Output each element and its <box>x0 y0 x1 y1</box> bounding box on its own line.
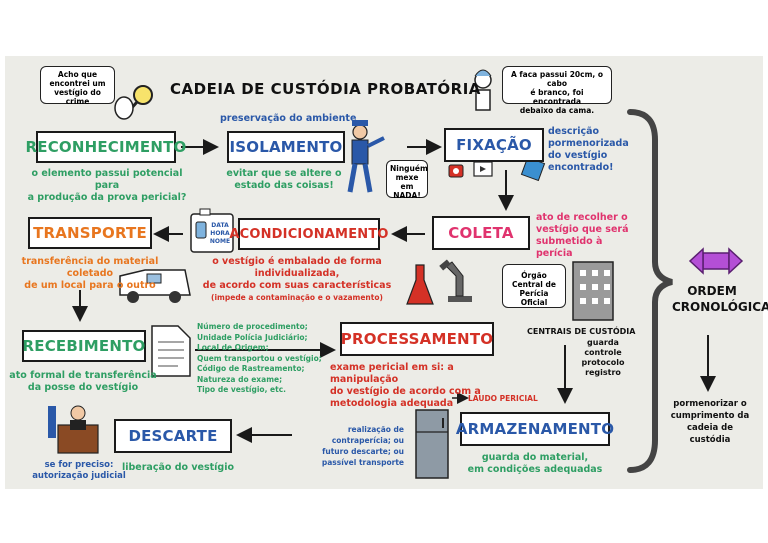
armazenamento-desc: guarda do material, em condições adequad… <box>455 452 615 476</box>
bubble-line: é branco, foi encontrada <box>530 88 584 106</box>
desc-line: vestígio que será <box>536 224 629 235</box>
reconhecimento-desc: o elemento passui potencial para a produ… <box>22 168 192 204</box>
centrais-title: CENTRAIS DE CUSTÓDIA <box>527 327 636 336</box>
bubble-line: mexe em <box>395 173 419 191</box>
recebimento-desc: ato formal de transferência da posse do … <box>8 370 158 394</box>
transporte-desc: transferência do material coletado de um… <box>10 256 170 292</box>
bubble-line: Perícia Oficial <box>519 289 549 307</box>
note-line: passível transporte <box>321 458 404 467</box>
list-item: Unidade Polícia Judiciário; <box>197 332 308 342</box>
bubble-line: debaixo da cama. <box>519 106 595 115</box>
bag-label-line: DATA <box>211 222 229 229</box>
ordem-desc-line: cumprimento da <box>670 411 750 421</box>
ordem-title: ORDEM CRONOLÓGICA <box>672 283 768 315</box>
bubble-line: Órgão <box>521 271 547 280</box>
desc-line: o vestígio é embalado de forma individua… <box>212 256 382 279</box>
note-line: futuro descarte; ou <box>322 447 404 456</box>
desc-line: da posse do vestígio <box>27 382 139 393</box>
coleta-desc: ato de recolher o vestígio que será subm… <box>536 212 636 260</box>
stage-coleta: COLETA <box>432 216 530 250</box>
desc-line: guarda do material, <box>481 452 589 463</box>
acondicionamento-desc: o vestígio é embalado de forma individua… <box>182 256 412 304</box>
list-item: Natureza do exame; <box>197 374 283 384</box>
ordem-title-line: ORDEM <box>687 284 737 298</box>
desc-line: em condições adequadas <box>467 464 603 475</box>
stage-recebimento: RECEBIMENTO <box>22 330 146 362</box>
descarte-judicial: se for preciso: autorização judicial <box>24 460 134 482</box>
bag-label: DATA HORA NOME <box>208 222 232 246</box>
isolamento-desc: evitar que se altere o estado das coisas… <box>214 168 354 192</box>
desc-line: encontrado! <box>548 162 614 173</box>
bubble-line: Ninguém <box>390 164 428 173</box>
fixacao-desc: descrição pormenorizada do vestígio enco… <box>548 126 629 174</box>
stage-reconhecimento: RECONHECIMENTO <box>26 131 186 163</box>
speech-bubble-found-trace: Acho que encontrei um vestígio do crime <box>40 66 115 106</box>
centrais-lines: guarda controle protocolo registro <box>580 338 626 378</box>
bubble-line: encontrei um <box>49 79 106 88</box>
speech-bubble-orgao: Órgão Central de Perícia Oficial <box>502 264 566 308</box>
stage-transporte: TRANSPORTE <box>28 217 152 249</box>
centrais-line: controle <box>584 348 622 357</box>
desc-line: transferência do material coletado <box>21 256 159 279</box>
stage-processamento: PROCESSAMENTO <box>340 322 494 356</box>
laudo-pericial: LAUDO PERICIAL <box>468 394 538 403</box>
stage-isolamento: ISOLAMENTO <box>227 131 345 163</box>
list-item: Local de Origem; <box>197 343 269 352</box>
stage-fixacao: FIXAÇÃO <box>444 128 544 162</box>
list-item: Tipo de vestígio, etc. <box>197 385 287 394</box>
desc-line: se for preciso: <box>44 460 114 470</box>
desc-line: a produção da prova pericial? <box>27 192 187 203</box>
acondicionamento-note: (impede a contaminação e o vazamento) <box>211 293 383 302</box>
desc-line: ato formal de transferência <box>9 370 157 381</box>
desc-line: ato de recolher o <box>536 212 628 223</box>
desc-line: autorização judicial <box>32 471 126 481</box>
desc-line: submetido à perícia <box>536 236 603 259</box>
list-item: Quem transportou o vestígio; <box>197 353 322 363</box>
centrais-line: guarda <box>587 338 619 347</box>
bag-label-line: HORA <box>210 230 230 237</box>
ordem-desc-line: pormenorizar o <box>673 399 747 409</box>
centrais-line: protocolo <box>581 358 625 367</box>
descarte-note: realização de contraperícia; ou futuro d… <box>294 424 404 468</box>
desc-line: evitar que se altere o <box>226 168 342 179</box>
bag-label-line: NOME <box>209 238 231 245</box>
desc-line: de um local para o outro <box>24 280 156 291</box>
bubble-line: A faca passui 20cm, o cabo <box>510 70 604 88</box>
bubble-line: Central de <box>512 280 556 289</box>
page-title: CADEIA DE CUSTÓDIA PROBATÓRIA <box>170 80 481 98</box>
desc-line: o elemento passui potencial para <box>31 168 183 191</box>
recebimento-list: Número de procedimento; Unidade Polícia … <box>197 322 337 396</box>
list-item: Código de Rastreamento; <box>197 364 305 373</box>
desc-line: descrição <box>548 126 600 137</box>
speech-bubble-police: Ninguém mexe em NADA! <box>386 160 428 200</box>
desc-line: exame pericial em si: a manipulação <box>330 362 454 385</box>
desc-line: estado das coisas! <box>234 180 334 191</box>
isolamento-pre: preservação do ambiente <box>220 113 357 124</box>
desc-line: pormenorizada <box>548 138 629 149</box>
bubble-line: Acho que <box>57 70 98 79</box>
speech-bubble-knife: A faca passui 20cm, o cabo é branco, foi… <box>502 66 612 115</box>
ordem-title-line: CRONOLÓGICA <box>672 300 768 314</box>
desc-line: do vestígio de acordo com a <box>330 386 481 397</box>
bubble-line: NADA! <box>393 191 421 200</box>
desc-line: do vestígio <box>548 150 608 161</box>
descarte-desc: liberação do vestígio <box>121 462 235 473</box>
bubble-line: vestígio do crime <box>54 88 101 106</box>
desc-line: de acordo com suas características <box>202 280 392 291</box>
ordem-desc: pormenorizar o cumprimento da cadeia de … <box>667 398 753 446</box>
centrais-line: registro <box>585 368 621 377</box>
stage-armazenamento: ARMAZENAMENTO <box>456 412 614 446</box>
stage-descarte: DESCARTE <box>114 419 232 453</box>
processamento-desc: exame pericial em si: a manipulação do v… <box>330 362 510 410</box>
note-line: realização de contraperícia; ou <box>331 425 404 445</box>
ordem-desc-line: cadeia de custódia <box>686 423 734 445</box>
stage-acondicionamento: ACONDICIONAMENTO <box>229 218 388 250</box>
desc-line: metodologia adequada <box>330 398 454 409</box>
list-item: Número de procedimento; <box>197 322 308 331</box>
